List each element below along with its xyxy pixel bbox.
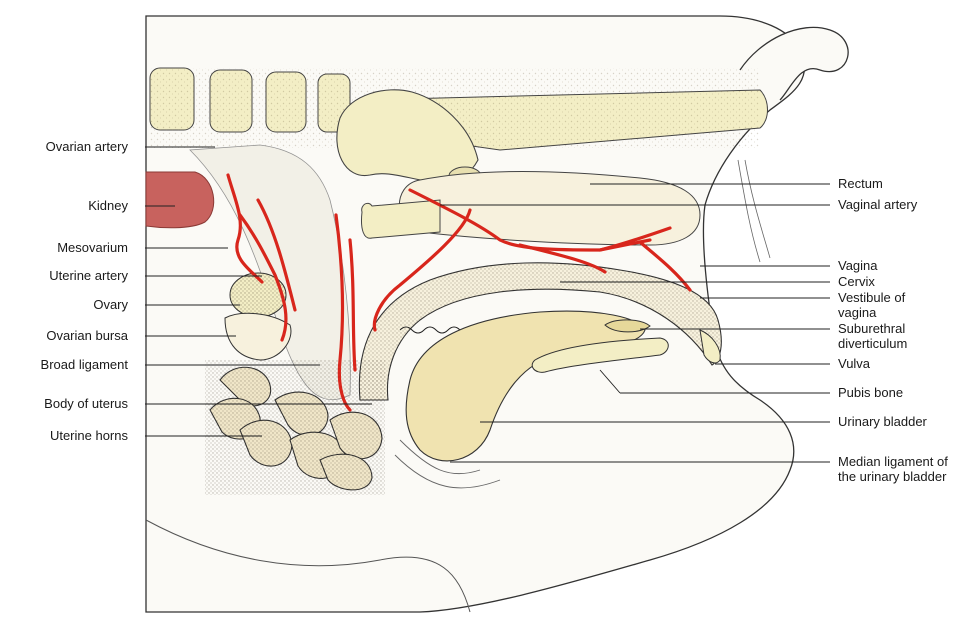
label-ovary: Ovary [93, 297, 128, 312]
kidney-shape [145, 171, 215, 229]
label-uterine-horns: Uterine horns [49, 428, 128, 443]
median-ligament-shape [394, 439, 501, 489]
label-ovarian-bursa: Ovarian bursa [46, 328, 128, 343]
label-broad-ligament: Broad ligament [40, 357, 128, 372]
label-suburethral-diverticulum: Suburethral diverticulum [838, 321, 908, 351]
pubis-shape [531, 337, 669, 373]
label-urinary-bladder: Urinary bladder [838, 414, 927, 429]
label-kidney: Kidney [88, 198, 128, 213]
label-vestibule-of-vagina: Vestibule of vagina [838, 290, 906, 320]
label-pubis-bone: Pubis bone [838, 385, 904, 400]
label-cervix: Cervix [838, 274, 875, 289]
label-ovarian-artery: Ovarian artery [45, 139, 128, 154]
label-body-of-uterus: Body of uterus [44, 396, 128, 411]
reproductive-tract-stipple [359, 262, 722, 400]
tail-hair [737, 159, 771, 263]
label-rectum: Rectum [838, 176, 883, 191]
uterine-horns-stipple [205, 360, 385, 495]
label-vaginal-artery: Vaginal artery [838, 197, 918, 212]
rectum-tube [361, 199, 441, 239]
label-vulva: Vulva [838, 356, 871, 371]
abdomen-line [145, 519, 471, 613]
label-uterine-artery: Uterine artery [49, 268, 128, 283]
ovary-stipple [230, 273, 286, 317]
vulva-shape [699, 329, 721, 364]
label-mesovarium: Mesovarium [57, 240, 128, 255]
label-median-ligament: Median ligament of the urinary bladder [838, 454, 948, 484]
diverticulum-shape [604, 319, 651, 333]
ovarian-bursa-shape [224, 312, 292, 361]
tail-outline [739, 26, 849, 101]
arteries [226, 173, 692, 412]
leader-lines [145, 146, 830, 463]
label-vagina: Vagina [838, 258, 878, 273]
